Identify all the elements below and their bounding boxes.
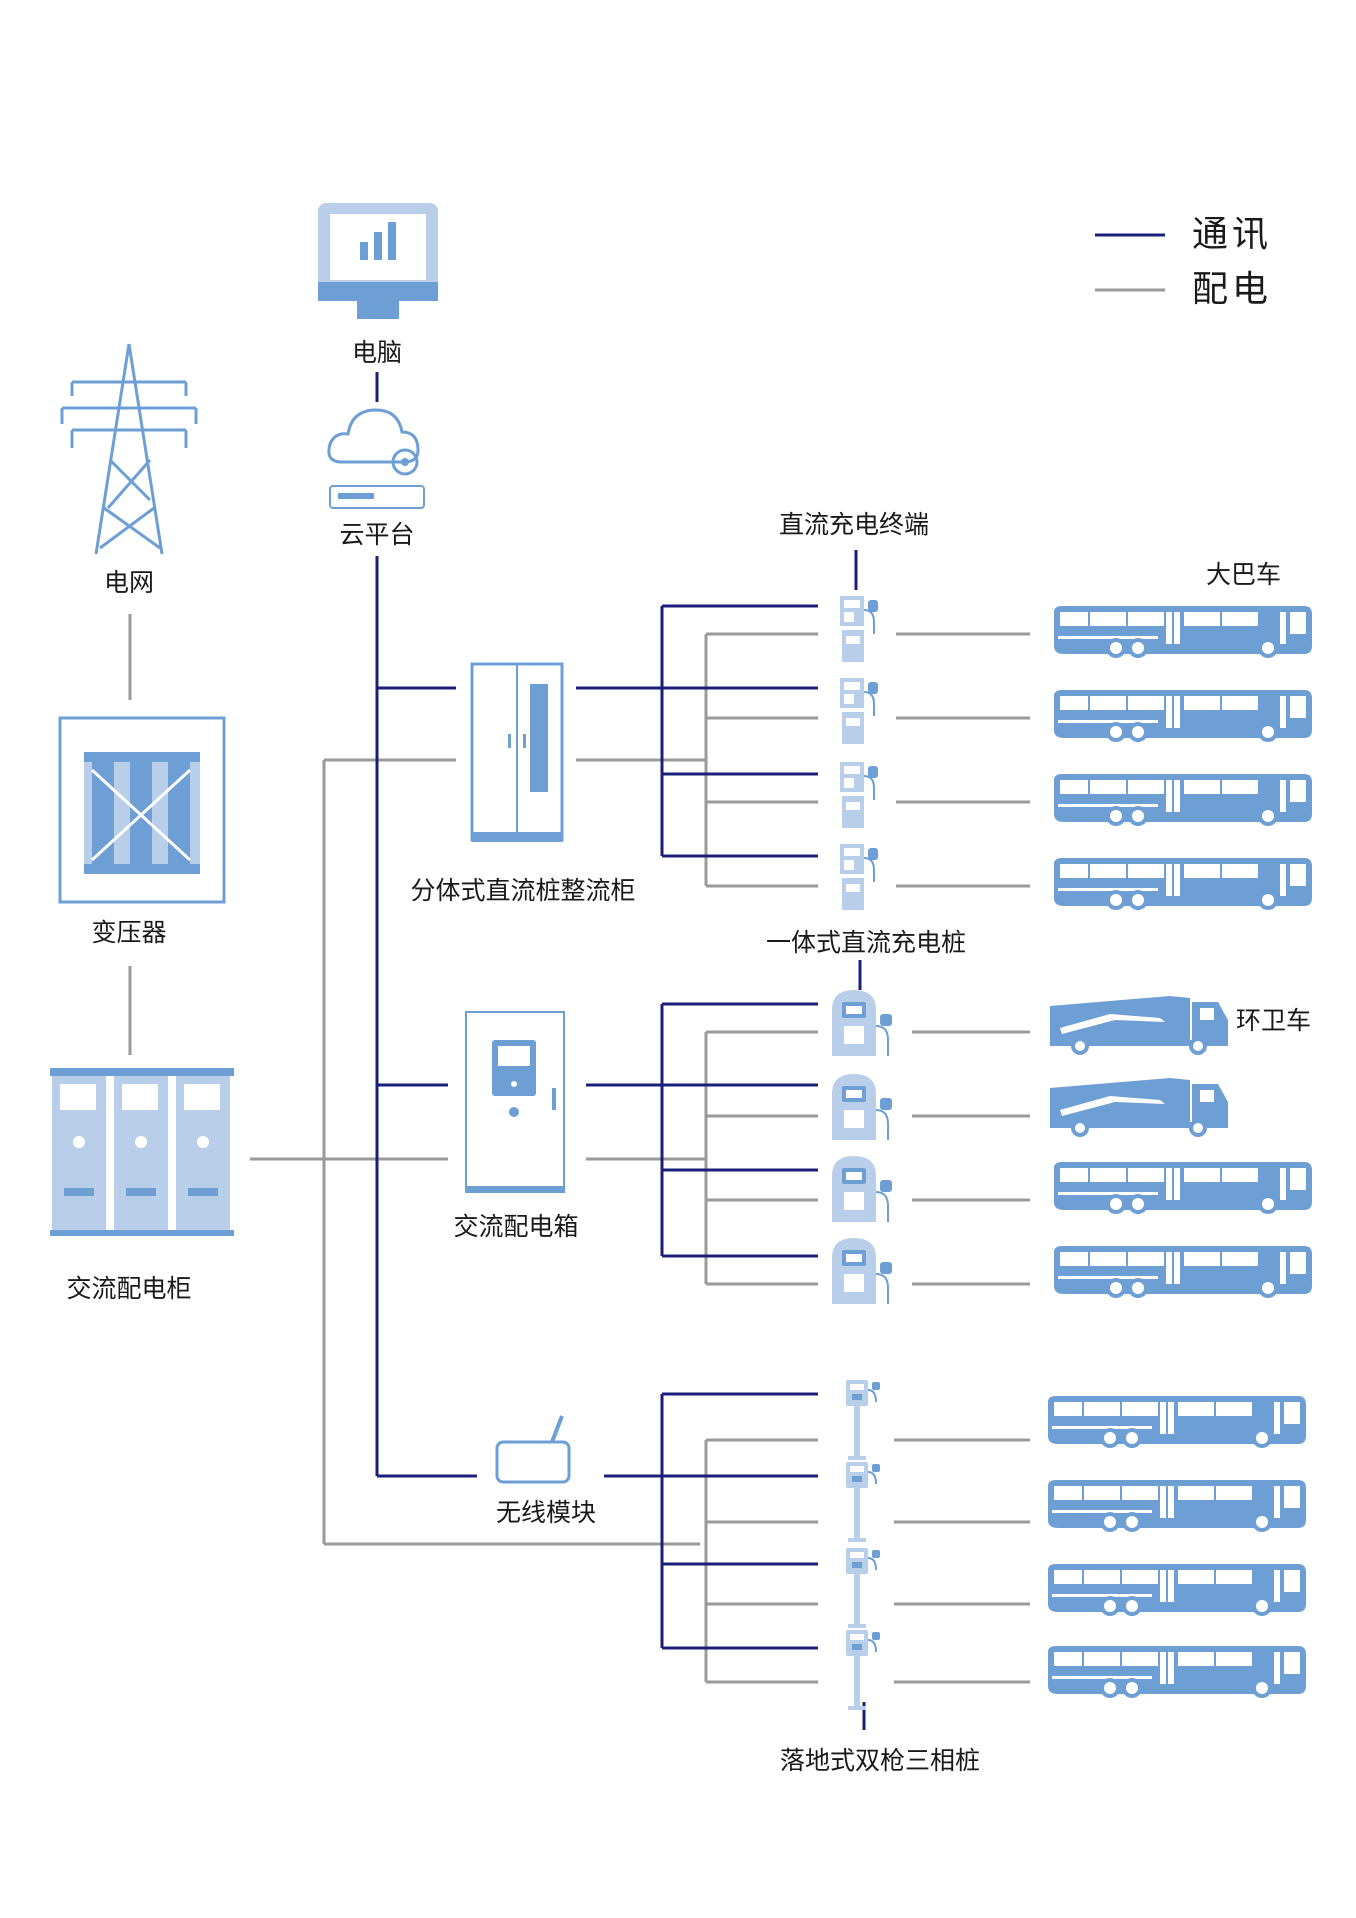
dc-terminal-label: 直流充电终端 xyxy=(778,510,930,539)
transformer-label: 变压器 xyxy=(91,918,167,947)
grid-label: 电网 xyxy=(103,568,155,597)
computer-icon xyxy=(318,203,438,319)
bus-icon xyxy=(1048,606,1312,1698)
ac-cabinet-label: 交流配电柜 xyxy=(66,1274,192,1303)
integrated-dc-label: 一体式直流充电桩 xyxy=(765,928,967,957)
legend-power-label: 配电 xyxy=(1192,269,1273,310)
power-lines xyxy=(128,614,1030,1684)
floor-pile-label: 落地式双枪三相桩 xyxy=(779,1746,981,1775)
bus-label: 大巴车 xyxy=(1206,560,1282,589)
wireless-module-icon xyxy=(495,1415,571,1484)
ac-box-label: 交流配电箱 xyxy=(453,1212,579,1241)
floor-charger-icon xyxy=(845,1379,881,1711)
legend-comm-label: 通讯 xyxy=(1192,214,1273,255)
sanitation-truck-label: 环卫车 xyxy=(1236,1006,1312,1035)
ac-distribution-box-icon xyxy=(465,1011,565,1193)
rectifier-label: 分体式直流桩整流柜 xyxy=(410,876,636,905)
cloud-server-icon xyxy=(327,408,425,509)
integrated-dc-charger-icon xyxy=(831,989,893,1305)
rectifier-cabinet-icon xyxy=(470,662,564,842)
computer-label: 电脑 xyxy=(351,338,403,367)
transformer-icon xyxy=(58,716,226,904)
communication-lines xyxy=(375,372,866,1730)
switchgear-icon xyxy=(50,1068,234,1236)
dc-terminal-icon xyxy=(839,595,879,911)
cloud-platform-label: 云平台 xyxy=(339,520,415,549)
sanitation-truck-icon xyxy=(1050,996,1228,1137)
wireless-module-label: 无线模块 xyxy=(495,1498,597,1527)
transmission-tower-icon xyxy=(60,343,198,555)
